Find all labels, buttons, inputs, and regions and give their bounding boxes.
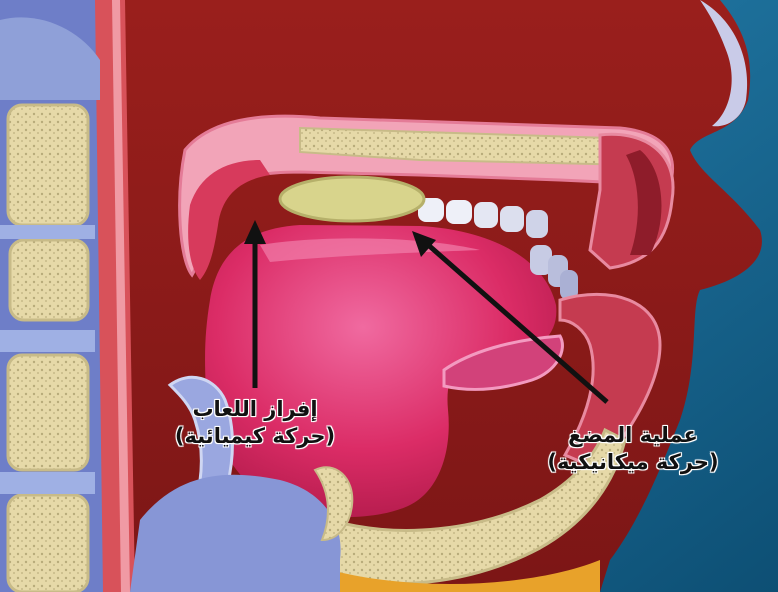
saliva-secretion-label: إفراز اللعاب (حركة كيميائية) [160, 396, 350, 450]
chewing-label-line1: عملية المضغ [528, 422, 738, 449]
chewing-label-line2: (حركة ميكانيكية) [528, 449, 738, 476]
chewing-process-label: عملية المضغ (حركة ميكانيكية) [528, 422, 738, 476]
saliva-label-line2: (حركة كيميائية) [160, 423, 350, 450]
food-bolus [280, 177, 424, 221]
saliva-label-line1: إفراز اللعاب [160, 396, 350, 423]
